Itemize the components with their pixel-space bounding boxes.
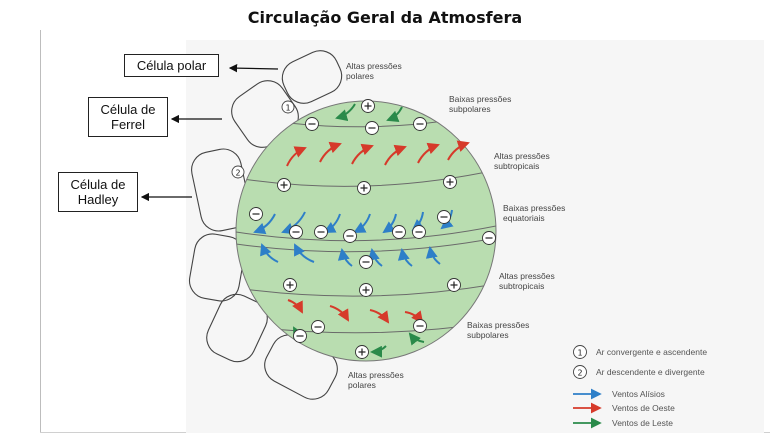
south-polar-high-label-2: polares — [348, 380, 376, 390]
low-pressure-symbol — [413, 319, 427, 333]
north-subtropical-high-label-1: Altas pressões — [494, 151, 550, 161]
westerly-arrow — [384, 144, 407, 166]
legend-trade-winds-label: Ventos Alísios — [612, 389, 665, 399]
diagram-title: Circulação Geral da Atmosfera — [247, 8, 523, 27]
westerly-arrow — [287, 299, 303, 314]
westerly-arrow — [447, 140, 470, 161]
low-pressure-symbol — [311, 320, 325, 334]
westerly-arrow — [369, 309, 390, 324]
cell-loop-north-polar — [281, 50, 343, 104]
ferrel-cell-box: Célula de Ferrel — [88, 97, 168, 137]
high-pressure-symbol — [357, 181, 371, 195]
trade-wind-arrow — [281, 211, 306, 235]
legend-trade-winds-item: Ventos Alísios — [573, 388, 665, 400]
north-subpolar-low-label-2: subpolares — [449, 104, 491, 114]
marker-1: 1 — [281, 100, 295, 114]
westerly-arrow — [417, 142, 440, 164]
svg-text:2: 2 — [235, 169, 240, 178]
legend-convergent-label: Ar convergente e ascendente — [596, 347, 707, 357]
high-pressure-symbol — [359, 283, 373, 297]
low-pressure-symbol — [365, 121, 379, 135]
south-subtropical-high-label-2: subtropicais — [499, 281, 544, 291]
legend-marker-2: 2 — [577, 369, 582, 378]
frame-left-line — [40, 30, 41, 433]
polar-cell-label: Célula polar — [136, 58, 207, 73]
svg-text:1: 1 — [285, 104, 290, 113]
trade-wind-arrow — [382, 213, 397, 234]
trade-wind-arrow — [397, 248, 413, 267]
low-pressure-symbol — [359, 255, 373, 269]
westerly-arrow — [319, 141, 342, 163]
high-pressure-symbol — [355, 345, 369, 359]
easterly-arrow — [386, 106, 403, 122]
low-pressure-symbol — [249, 207, 263, 221]
marker-2: 2 — [231, 165, 245, 179]
legend: 1 Ar convergente e ascendente 2 Ar desce… — [573, 345, 707, 429]
high-pressure-symbol — [283, 278, 297, 292]
high-pressure-symbol — [361, 99, 375, 113]
polar-cell-pointer — [228, 63, 279, 73]
low-pressure-symbol — [413, 117, 427, 131]
legend-westerlies-item: Ventos de Oeste — [573, 402, 675, 414]
legend-divergent-label: Ar descendente e divergente — [596, 367, 705, 377]
low-pressure-symbol — [437, 210, 451, 224]
ferrel-cell-label-line2: Ferrel — [111, 117, 145, 132]
easterly-arrow — [408, 332, 425, 346]
cell-loop-south-hadley — [188, 233, 245, 302]
latitude-line-equator-1 — [236, 225, 496, 242]
pressure-labels: Altas pressões polares Baixas pressões s… — [346, 61, 565, 390]
low-pressure-symbol — [412, 225, 426, 239]
legend-easterlies-label: Ventos de Leste — [612, 418, 673, 428]
cell-loop-south-ferrel — [206, 293, 268, 363]
easterly-arrow — [370, 345, 387, 358]
equatorial-low-label-2: equatoriais — [503, 213, 545, 223]
south-subpolar-low-label-2: subpolares — [467, 330, 509, 340]
high-pressure-symbol — [277, 178, 291, 192]
low-pressure-symbol — [343, 229, 357, 243]
equatorial-low-label-1: Baixas pressões — [503, 203, 565, 213]
legend-divergent-item: 2 Ar descendente e divergente — [573, 365, 705, 379]
hadley-cell-label-line1: Célula de — [70, 177, 126, 192]
low-pressure-symbol — [482, 231, 496, 245]
trade-wind-arrow — [425, 246, 441, 265]
earth-globe — [235, 100, 497, 362]
pressure-symbols — [249, 99, 496, 359]
legend-easterlies-item: Ventos de Leste — [573, 417, 673, 429]
low-pressure-symbol — [392, 225, 406, 239]
ferrel-cell-label-line1: Célula de — [100, 102, 156, 117]
legend-convergent-item: 1 Ar convergente e ascendente — [573, 345, 707, 359]
south-subtropical-high-label-1: Altas pressões — [499, 271, 555, 281]
trade-wind-arrow — [260, 243, 279, 263]
legend-westerlies-label: Ventos de Oeste — [612, 403, 675, 413]
hadley-cell-label-line2: Hadley — [77, 192, 119, 207]
trade-wind-arrow — [253, 213, 276, 235]
high-pressure-symbol — [443, 175, 457, 189]
hadley-cell-box: Célula de Hadley — [58, 172, 138, 212]
south-polar-high-label-1: Altas pressões — [348, 370, 404, 380]
low-pressure-symbol — [293, 329, 307, 343]
north-subpolar-low-label-1: Baixas pressões — [449, 94, 511, 104]
westerly-arrow — [329, 305, 350, 322]
trade-wind-arrow — [353, 213, 371, 233]
polar-cell-box: Célula polar — [124, 54, 219, 77]
high-pressure-symbol — [447, 278, 461, 292]
south-subpolar-low-label-1: Baixas pressões — [467, 320, 529, 330]
westerly-arrow — [286, 146, 307, 167]
low-pressure-symbol — [314, 225, 328, 239]
north-polar-high-label-2: polares — [346, 71, 374, 81]
trade-wind-arrow — [294, 243, 315, 263]
easterly-arrow — [335, 103, 356, 121]
low-pressure-symbol — [289, 225, 303, 239]
trade-wind-arrow — [337, 248, 353, 267]
north-polar-high-label-1: Altas pressões — [346, 61, 402, 71]
legend-marker-1: 1 — [577, 349, 582, 358]
low-pressure-symbol — [305, 117, 319, 131]
westerly-arrow — [351, 143, 374, 165]
trade-wind-arrow — [367, 248, 383, 267]
north-subtropical-high-label-2: subtropicais — [494, 161, 539, 171]
